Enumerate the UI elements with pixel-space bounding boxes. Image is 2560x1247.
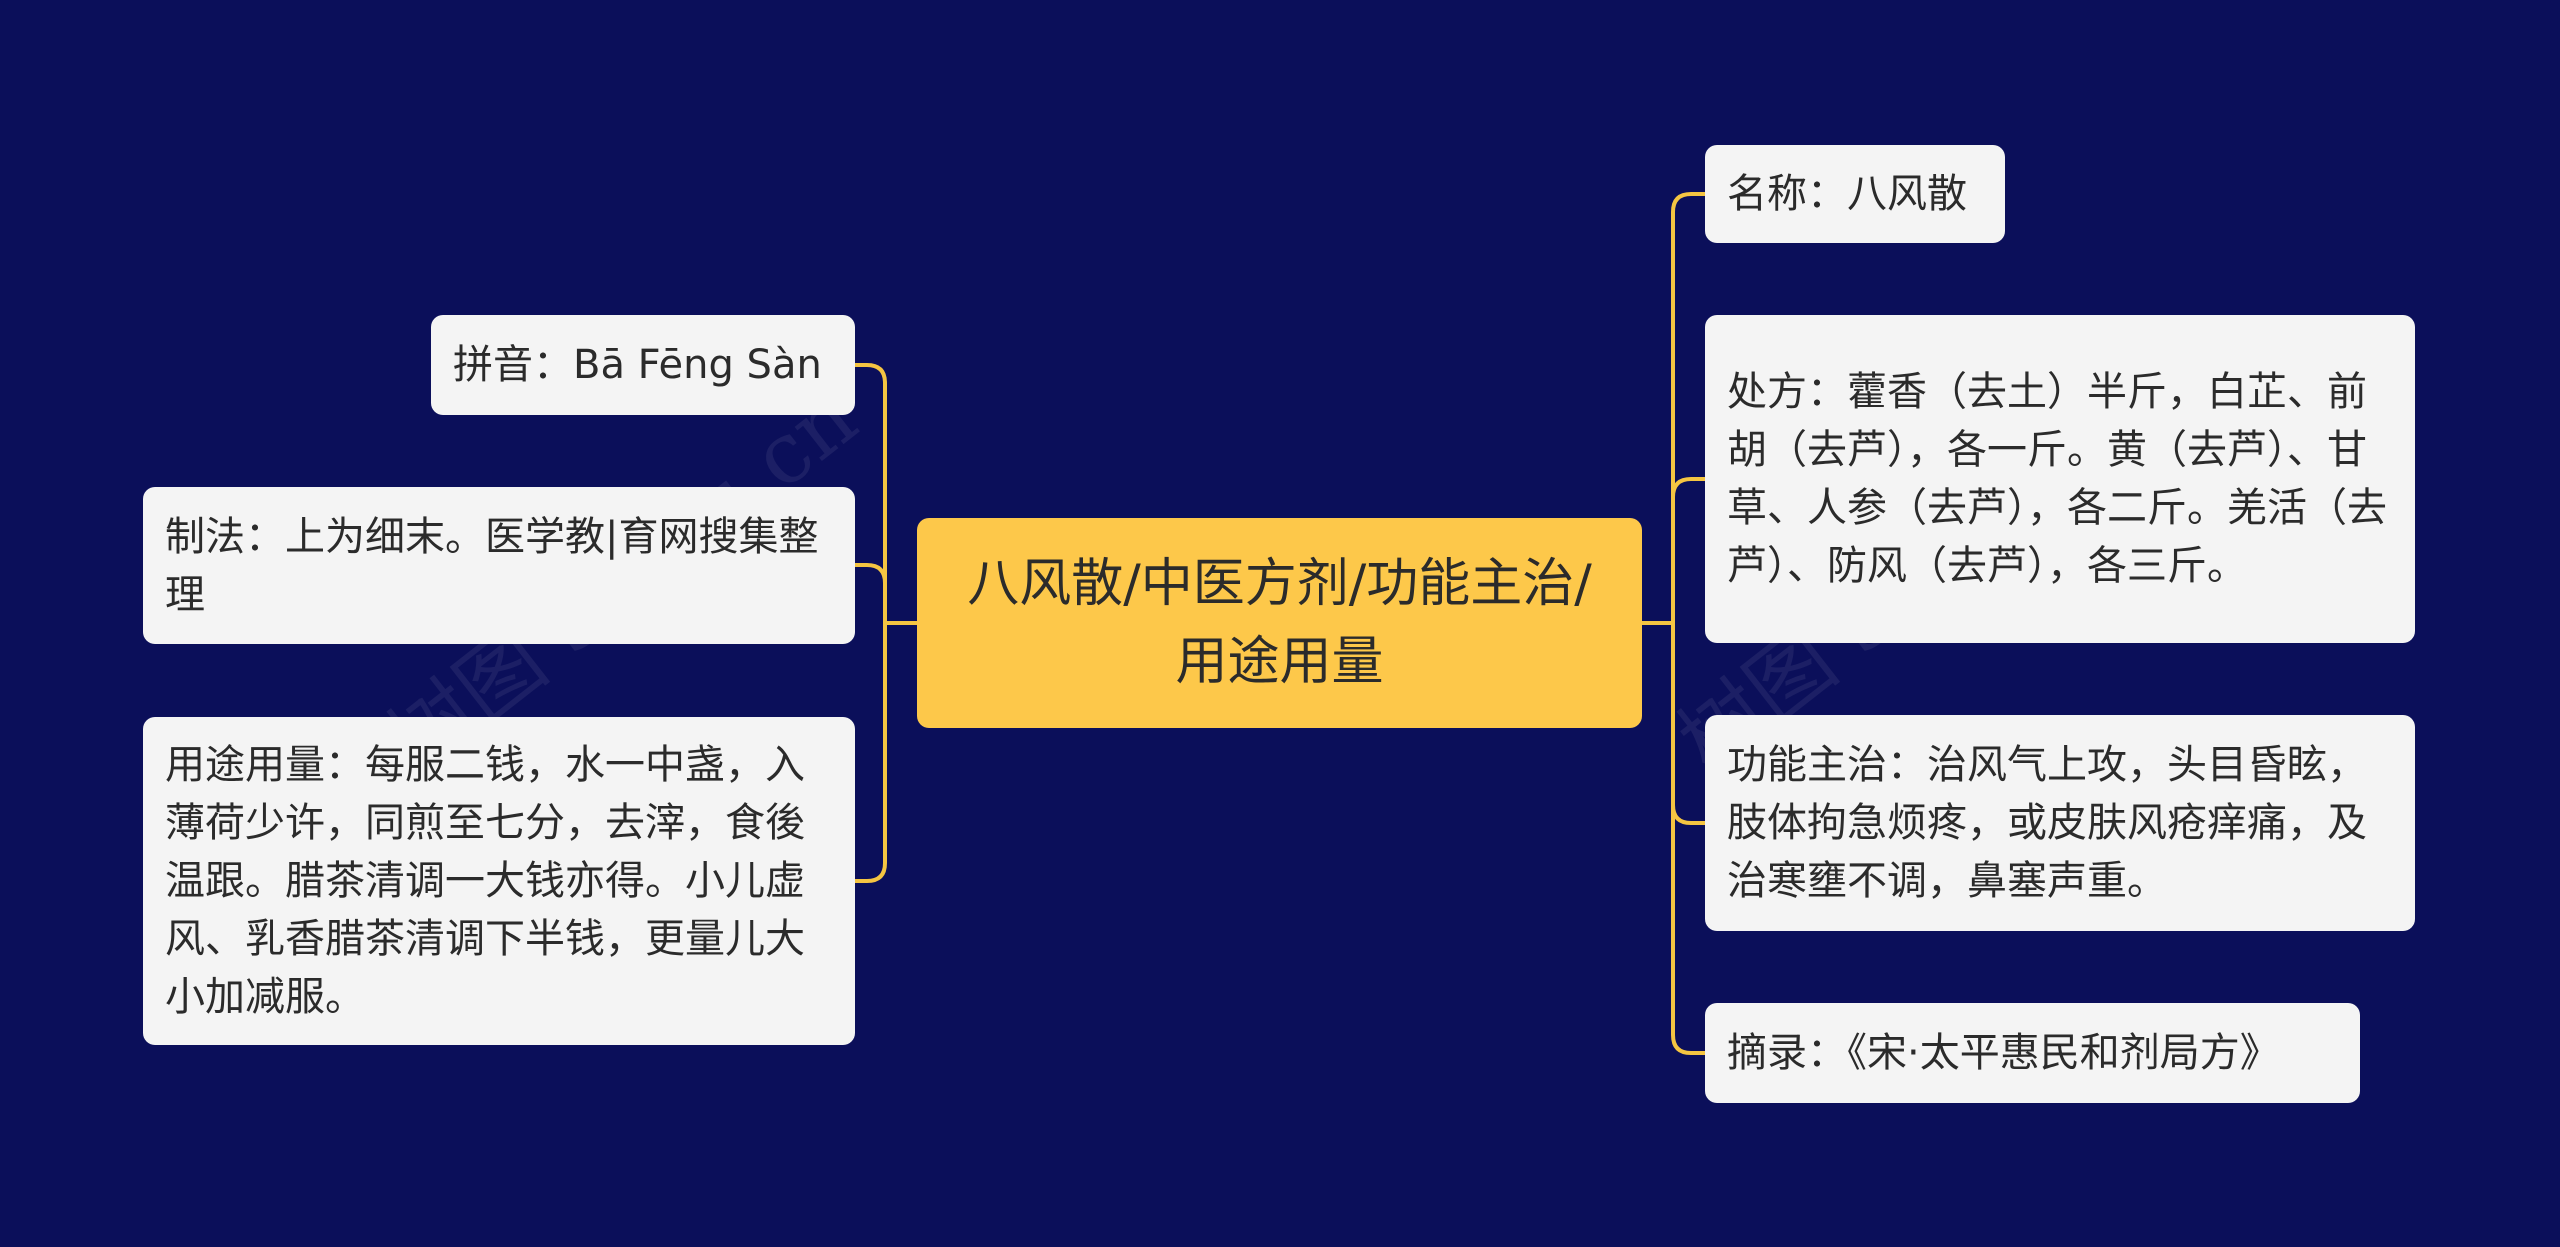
node-pinyin[interactable]: 拼音：Bā Fēng Sàn <box>431 315 855 415</box>
node-pinyin-text: 拼音：Bā Fēng Sàn <box>453 342 822 388</box>
node-chufang[interactable]: 处方：藿香（去土）半斤，白芷、前胡（去芦），各一斤。黄（去芦）、甘草、人参（去芦… <box>1705 315 2415 643</box>
node-zhailu[interactable]: 摘录：《宋·太平惠民和剂局方》 <box>1705 1003 2360 1103</box>
node-zhifa-text: 制法：上为细末。医学教|育网搜集整理 <box>165 513 819 618</box>
connector-gongneng <box>1671 621 1707 825</box>
node-zhailu-text: 摘录：《宋·太平惠民和剂局方》 <box>1727 1030 2280 1076</box>
node-gongneng-text: 功能主治：治风气上攻，头目昏眩，肢体拘急烦疼，或皮肤风疮痒痛，及治寒壅不调，鼻塞… <box>1727 742 2367 904</box>
connector-zhifa <box>853 563 887 625</box>
node-chufang-text: 处方：藿香（去土）半斤，白芷、前胡（去芦），各一斤。黄（去芦）、甘草、人参（去芦… <box>1727 369 2387 589</box>
connector-mingcheng <box>1671 192 1707 625</box>
connector-yongtu <box>853 621 887 883</box>
root-topic[interactable]: 八风散/中医方剂/功能主治/用途用量 <box>917 518 1642 728</box>
node-zhifa[interactable]: 制法：上为细末。医学教|育网搜集整理 <box>143 487 855 644</box>
connector-zhailu <box>1671 621 1707 1055</box>
root-topic-label: 八风散/中医方剂/功能主治/用途用量 <box>967 554 1592 692</box>
node-mingcheng[interactable]: 名称：八风散 <box>1705 145 2005 243</box>
node-mingcheng-text: 名称：八风散 <box>1727 171 1967 217</box>
node-gongneng[interactable]: 功能主治：治风气上攻，头目昏眩，肢体拘急烦疼，或皮肤风疮痒痛，及治寒壅不调，鼻塞… <box>1705 715 2415 931</box>
node-yongtu[interactable]: 用途用量：每服二钱，水一中盏，入薄荷少许，同煎至七分，去滓，食後温跟。腊茶清调一… <box>143 717 855 1045</box>
connector-pinyin <box>853 363 887 625</box>
node-yongtu-text: 用途用量：每服二钱，水一中盏，入薄荷少许，同煎至七分，去滓，食後温跟。腊茶清调一… <box>165 742 805 1020</box>
connector-chufang <box>1671 477 1707 625</box>
